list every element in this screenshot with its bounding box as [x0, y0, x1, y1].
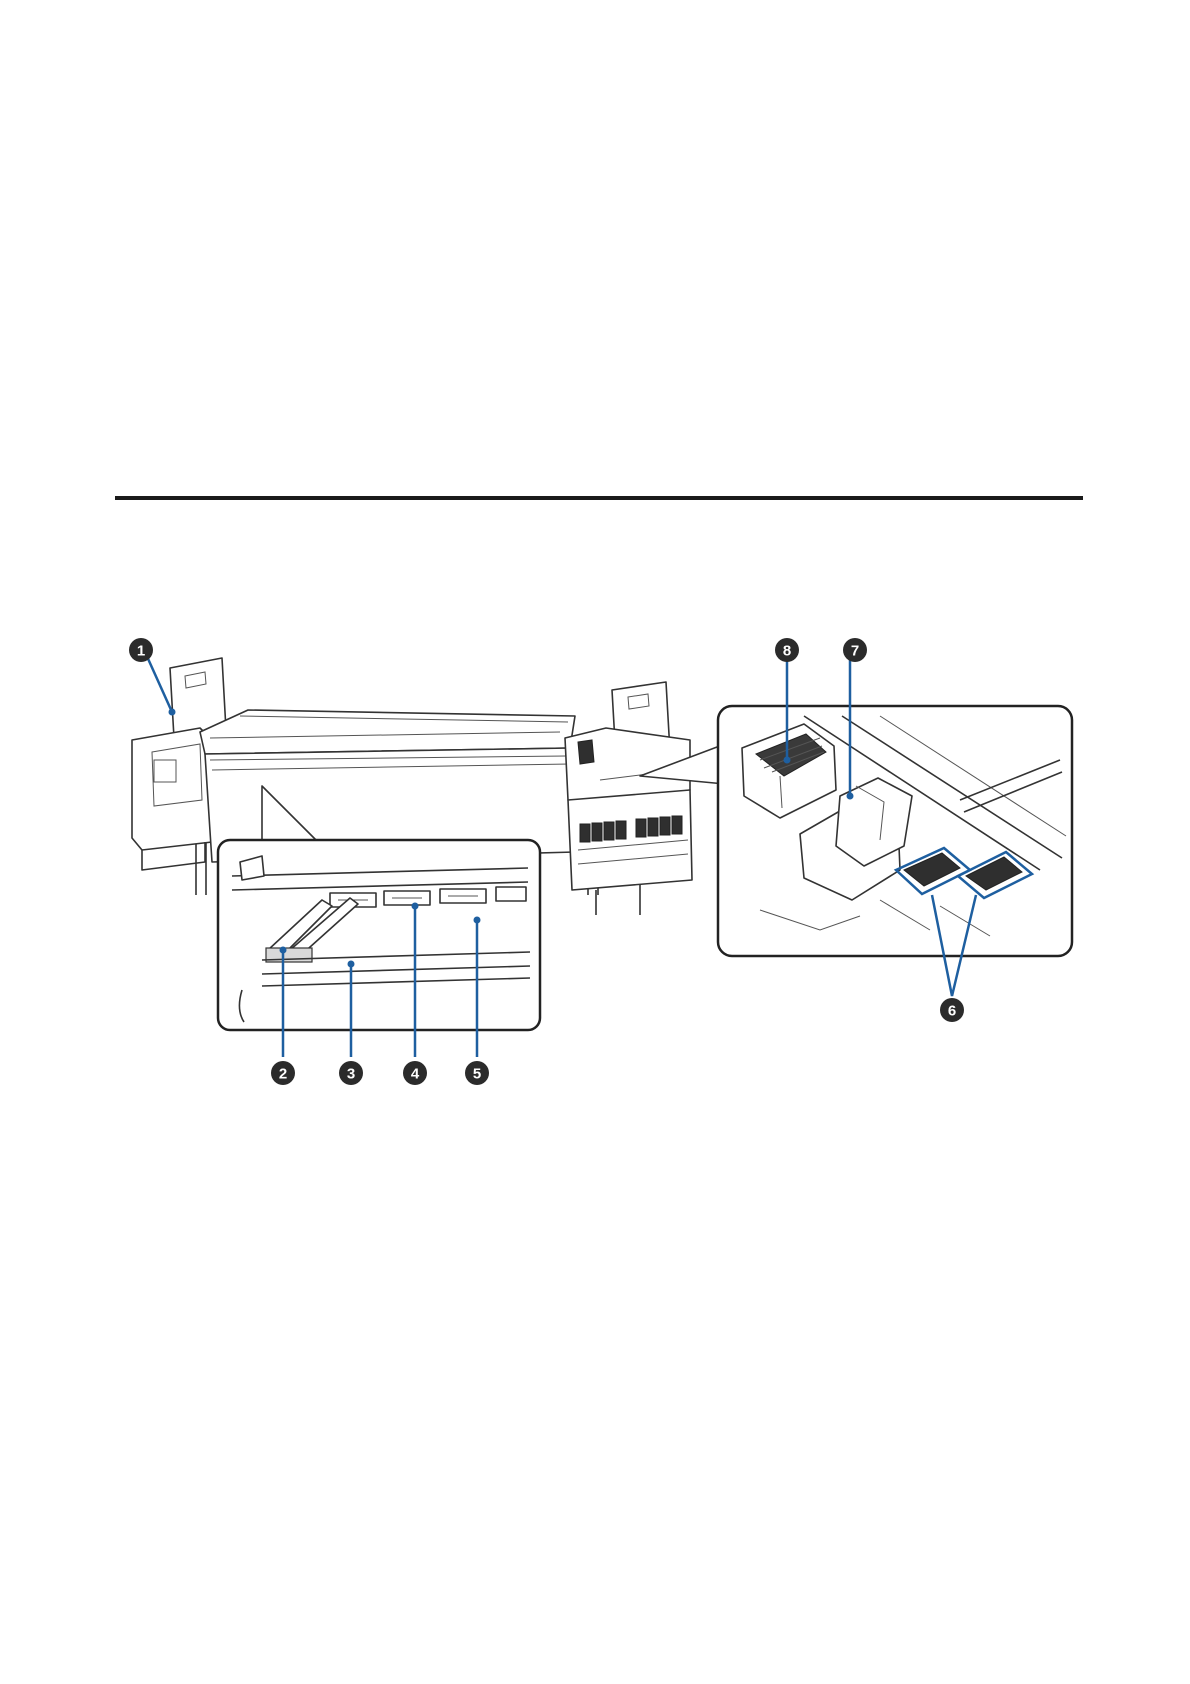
callout-marker-7: 7: [843, 638, 867, 662]
callout-number-1: 1: [137, 643, 145, 660]
callout-marker-2: 2: [271, 1061, 295, 1085]
callout-marker-4: 4: [403, 1061, 427, 1085]
maintenance-detail-inset: [718, 706, 1072, 956]
callout-number-7: 7: [851, 643, 859, 660]
callout-marker-8: 8: [775, 638, 799, 662]
platen-detail-inset: [218, 840, 540, 1030]
callout-marker-3: 3: [339, 1061, 363, 1085]
callout-marker-1: 1: [129, 638, 153, 662]
callout-number-4: 4: [411, 1066, 420, 1083]
callout-number-5: 5: [473, 1066, 481, 1083]
callout-number-6: 6: [948, 1003, 956, 1020]
callout-marker-5: 5: [465, 1061, 489, 1085]
callout-marker-6: 6: [940, 998, 964, 1022]
callout-number-2: 2: [279, 1066, 287, 1083]
callout-number-3: 3: [347, 1066, 355, 1083]
callout-number-8: 8: [783, 643, 791, 660]
